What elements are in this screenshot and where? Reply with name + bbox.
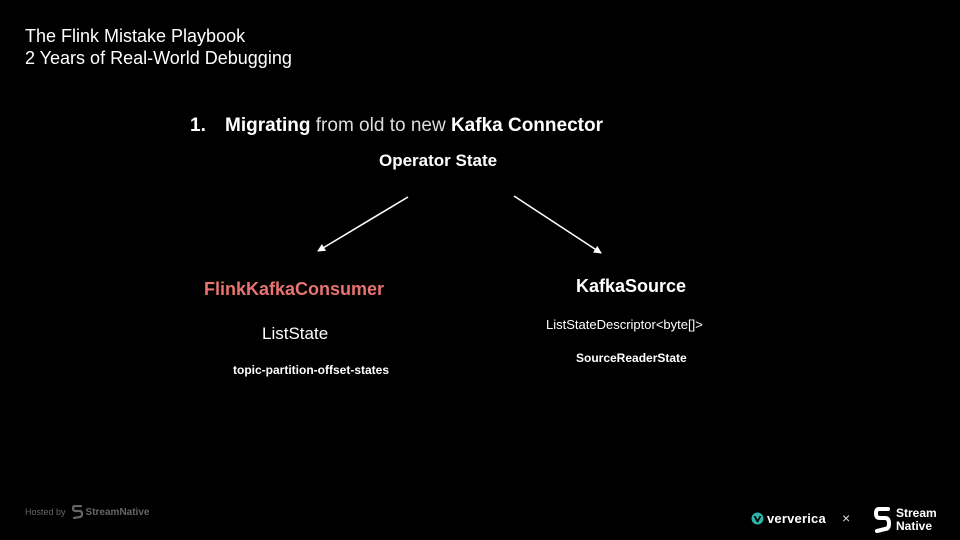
ververica-logo: ververica (751, 511, 826, 526)
streamnative-mini-logo-icon (71, 505, 83, 519)
streamnative-wordmark-line-1: Stream (896, 506, 937, 520)
arrow-left (317, 196, 409, 252)
streamnative-logo: Stream Native (874, 506, 937, 534)
section-heading: 1. Migrating from old to new Kafka Connec… (190, 115, 603, 137)
slide-title-line-2: 2 Years of Real-World Debugging (25, 48, 292, 68)
right-node-subtitle: ListStateDescriptor<byte[]> (546, 317, 703, 332)
left-node-subtitle: ListState (262, 324, 329, 343)
ververica-icon (751, 512, 764, 525)
heading-bold-kafka-connector: Kafka Connector (450, 115, 603, 136)
partnership-separator: × (842, 510, 851, 526)
heading-bold-migrating: Migrating (225, 115, 311, 136)
right-node-title: KafkaSource (576, 276, 687, 296)
hosted-by-brand: StreamNative (85, 506, 150, 518)
arrow-right (513, 195, 602, 254)
right-node-detail: SourceReaderState (576, 351, 687, 365)
streamnative-wordmark: Stream Native (896, 507, 937, 533)
hosted-by-label: Hosted by (25, 507, 66, 517)
left-node-detail: topic-partition-offset-states (233, 363, 389, 377)
streamnative-wordmark-line-2: Native (896, 519, 933, 533)
ververica-wordmark: ververica (767, 511, 826, 526)
root-node-label: Operator State (379, 151, 498, 170)
slide-title: The Flink Mistake Playbook 2 Years of Re… (25, 25, 292, 69)
left-node-title: FlinkKafkaConsumer (204, 279, 385, 299)
heading-number: 1. (190, 115, 206, 136)
slide-title-line-1: The Flink Mistake Playbook (25, 26, 246, 46)
hosted-by-footer: Hosted by StreamNative (25, 505, 149, 519)
heading-normal-text: from old to new (310, 115, 451, 136)
streamnative-logo-icon (874, 507, 891, 533)
